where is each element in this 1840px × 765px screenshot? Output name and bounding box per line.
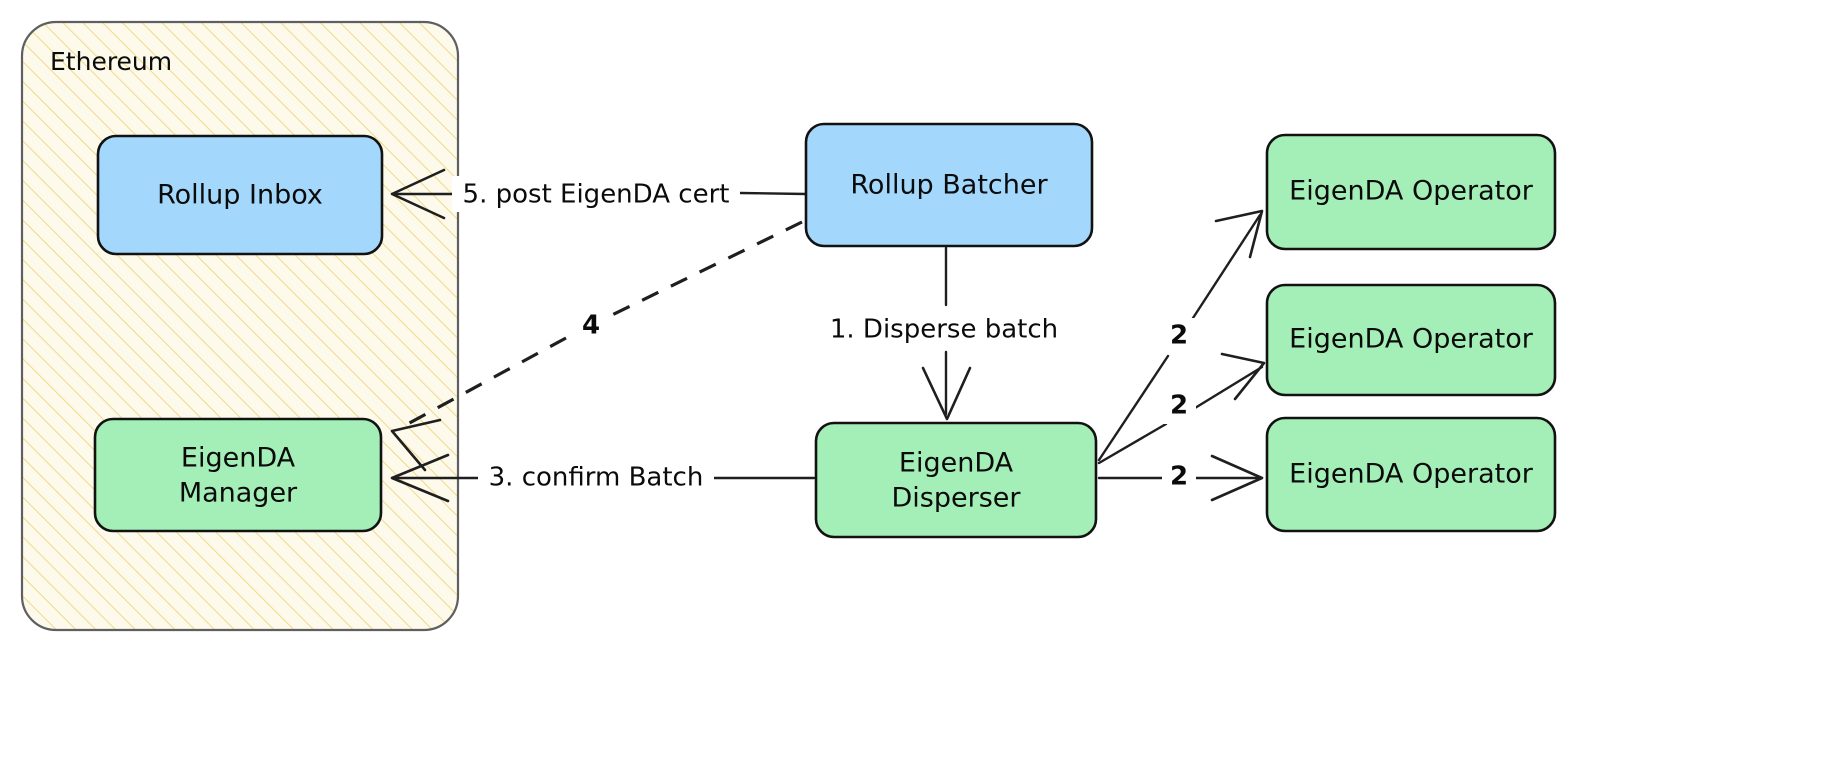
edge-label-confirm-batch-text: 3. confirm Batch [489,463,704,493]
edge-confirm-batch-arrowhead [390,453,450,503]
node-rollup-batcher-rect[interactable] [804,122,1094,248]
node-eigenda-operator-1-rect[interactable] [1265,133,1557,251]
edge-confirm-batch [390,453,816,503]
node-eigenda-operator-2[interactable]: EigenDA Operator [1265,283,1557,397]
edge-store-operator-1 [1097,209,1264,462]
edge-store-operator-1-line [1097,354,1170,462]
node-eigenda-manager-label-line2: Manager [179,478,298,509]
edge-store-operator-1-arrowhead [1214,209,1264,259]
edge-label-post-eigenda-cert-bg [452,176,740,212]
edge-label-step-4-text: 4 [582,311,600,341]
edge-label-confirm-batch-bg [478,460,714,496]
edge-store-operator-1-line-2 [1191,213,1262,320]
edge-store-operator-2-arrowhead [1220,352,1266,401]
edge-store-operator-3-arrowhead [1210,454,1264,502]
edge-label-confirm-batch: 3. confirm Batch [478,460,714,496]
edge-label-store-operator-2-text: 2 [1170,391,1188,421]
edge-step-4-arrowhead [390,418,442,472]
node-eigenda-manager[interactable]: EigenDA Manager [93,417,383,533]
group-ethereum: Ethereum [20,20,460,632]
group-ethereum-label: Ethereum [50,47,172,76]
edge-step-4-line [611,220,803,317]
edge-disperse-batch-arrowhead [921,366,972,421]
edge-label-store-operator-3-text: 2 [1170,462,1188,492]
edge-store-operator-2-line [1097,422,1168,465]
node-eigenda-operator-3-rect[interactable] [1265,416,1557,533]
edge-label-step-4: 4 [572,308,610,344]
edge-store-operator-2-line-2 [1193,365,1264,410]
node-eigenda-manager-label-line1: EigenDA [181,443,296,474]
node-rollup-batcher[interactable]: Rollup Batcher [804,122,1094,248]
node-rollup-inbox[interactable]: Rollup Inbox [96,134,384,256]
node-eigenda-disperser-rect[interactable] [814,421,1098,539]
edge-post-eigenda-cert-line [738,191,808,196]
edge-label-disperse-batch-bg [820,310,1068,348]
edge-label-store-operator-2-bg [1162,388,1196,424]
edge-step-4 [390,220,803,472]
node-rollup-batcher-label: Rollup Batcher [850,170,1048,201]
node-rollup-inbox-rect[interactable] [96,134,384,256]
group-ethereum-rect [20,20,460,632]
edge-label-disperse-batch-text: 1. Disperse batch [830,315,1058,345]
edge-label-store-operator-1-bg [1162,318,1196,354]
edge-label-store-operator-1-text: 2 [1170,321,1188,351]
node-eigenda-operator-3[interactable]: EigenDA Operator [1265,416,1557,533]
edge-store-operator-2 [1097,352,1266,465]
edge-post-eigenda-cert-arrowhead [390,168,446,220]
edge-store-operator-3 [1097,454,1264,502]
edge-label-store-operator-3: 2 [1162,459,1196,495]
node-eigenda-operator-1[interactable]: EigenDA Operator [1265,133,1557,251]
edge-post-eigenda-cert [390,168,808,220]
node-eigenda-manager-rect[interactable] [93,417,383,533]
edge-label-post-eigenda-cert-text: 5. post EigenDA cert [463,180,730,210]
edge-label-post-eigenda-cert: 5. post EigenDA cert [452,176,740,212]
node-eigenda-operator-1-label: EigenDA Operator [1289,176,1534,207]
edge-label-store-operator-3-bg [1162,459,1196,495]
edge-disperse-batch [921,246,972,421]
edge-label-disperse-batch: 1. Disperse batch [820,310,1068,348]
node-eigenda-disperser-label-line1: EigenDA [899,448,1014,479]
edge-label-store-operator-2: 2 [1162,388,1196,424]
node-eigenda-operator-2-rect[interactable] [1265,283,1557,397]
edge-label-step-4-bg [572,308,610,344]
node-eigenda-disperser[interactable]: EigenDA Disperser [814,421,1098,539]
node-eigenda-operator-3-label: EigenDA Operator [1289,459,1534,490]
node-eigenda-disperser-label-line2: Disperser [892,483,1022,514]
edge-label-store-operator-1: 2 [1162,318,1196,354]
node-rollup-inbox-label: Rollup Inbox [157,180,323,211]
node-eigenda-operator-2-label: EigenDA Operator [1289,324,1534,355]
